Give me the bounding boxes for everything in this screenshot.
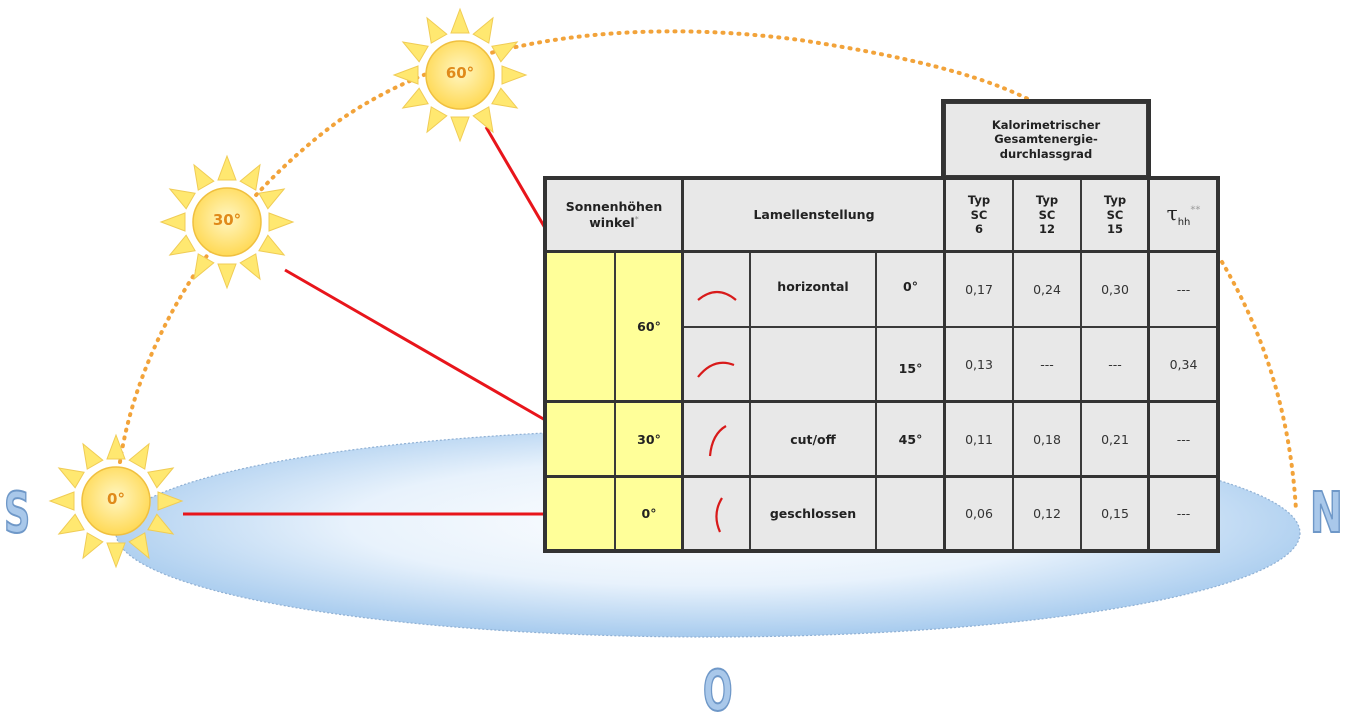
value-cell: 0,21 — [1081, 402, 1149, 477]
sun-ray — [128, 442, 150, 470]
slat-icon-cell-45 — [683, 402, 750, 477]
sun-ray — [57, 513, 85, 535]
yellow-cell-empty-3 — [545, 477, 615, 551]
sun-ray — [157, 491, 184, 511]
deg-empty — [876, 477, 945, 551]
sun-ray — [392, 65, 419, 85]
sun-30-icon — [159, 154, 295, 290]
sun-60-icon — [392, 7, 528, 143]
sun-disc — [425, 40, 495, 110]
position-geschlossen: geschlossen — [750, 477, 876, 551]
sun-ray — [217, 263, 237, 290]
sun-ray — [450, 116, 470, 143]
sun-ray — [472, 106, 494, 134]
sun-ray — [159, 212, 186, 232]
value-cell: --- — [1149, 252, 1218, 327]
yellow-cell-empty-1 — [545, 252, 615, 402]
header-tau-hh: τhh** — [1149, 178, 1218, 252]
sun-disc — [192, 187, 262, 257]
value-cell: 0,13 — [945, 327, 1013, 402]
sun-ray — [168, 188, 196, 210]
value-cell: 0,06 — [945, 477, 1013, 551]
value-cell: 0,18 — [1013, 402, 1081, 477]
header-typ-sc12: Typ SC 12 — [1013, 178, 1081, 252]
angle-cell-60: 60° — [615, 252, 683, 402]
value-cell: 0,30 — [1081, 252, 1149, 327]
slat-cutoff-icon — [708, 424, 727, 456]
sun-ray — [401, 87, 429, 109]
header-gesamtenergie: Kalorimetrischer Gesamtenergie-durchlass… — [943, 101, 1149, 178]
sun-ray — [426, 16, 448, 44]
position-empty — [750, 327, 876, 402]
value-cell: 0,11 — [945, 402, 1013, 477]
value-cell: --- — [1149, 477, 1218, 551]
sun-ray — [193, 163, 215, 191]
header-sonnenhoehenwinkel: Sonnenhöhen winkel* — [545, 178, 683, 252]
sun-ray — [239, 253, 261, 281]
sun-ray — [258, 234, 286, 256]
slat-15deg-icon — [696, 361, 734, 378]
sun-label-0: 0° — [107, 490, 125, 508]
sun-ray — [450, 7, 470, 34]
slat-icon-cell-closed — [683, 477, 750, 551]
compass-north: N — [1309, 481, 1343, 546]
sun-ray — [491, 87, 519, 109]
position-horizontal: horizontal — [750, 252, 876, 327]
sun-ray — [147, 513, 175, 535]
sun-ray — [268, 212, 295, 232]
value-cell: 0,15 — [1081, 477, 1149, 551]
sun-path-arc-north — [1220, 260, 1298, 512]
sun-ray — [258, 188, 286, 210]
sun-ray — [82, 532, 104, 560]
header-typ-sc6: Typ SC 6 — [945, 178, 1013, 252]
deg-45: 45° — [876, 402, 945, 477]
sun-ray — [217, 154, 237, 181]
slat-horizontal-icon — [696, 290, 737, 301]
value-cell: 0,24 — [1013, 252, 1081, 327]
sun-0-icon — [48, 433, 184, 569]
sun-label-30: 30° — [212, 211, 242, 229]
angle-cell-30: 30° — [615, 402, 683, 477]
deg-15: 15° — [876, 327, 945, 402]
yellow-cell-empty-2 — [545, 402, 615, 477]
value-cell: 0,34 — [1149, 327, 1218, 402]
sun-ray — [128, 532, 150, 560]
sun-ray — [106, 433, 126, 460]
position-cutoff: cut/off — [750, 402, 876, 477]
value-cell: --- — [1081, 327, 1149, 402]
sun-ray — [193, 253, 215, 281]
sun-ray — [501, 65, 528, 85]
sun-ray — [168, 234, 196, 256]
ray-arrow-30 — [284, 268, 568, 434]
sun-ray — [491, 41, 519, 63]
header-lamellenstellung: Lamellenstellung — [683, 178, 945, 252]
sun-ray — [57, 467, 85, 489]
value-cell: 0,12 — [1013, 477, 1081, 551]
sun-ray — [147, 467, 175, 489]
sun-ray — [48, 491, 75, 511]
compass-east: O — [702, 659, 733, 724]
sun-label-60: 60° — [445, 64, 475, 82]
sun-ray — [239, 163, 261, 191]
slat-icon-cell-15 — [683, 327, 750, 402]
value-cell: --- — [1149, 402, 1218, 477]
sun-ray — [106, 542, 126, 569]
sun-ray — [472, 16, 494, 44]
deg-0: 0° — [876, 252, 945, 327]
sun-disc — [81, 466, 151, 536]
compass-south: S — [3, 481, 31, 546]
header-typ-sc15: Typ SC 15 — [1081, 178, 1149, 252]
sun-path-arc — [118, 29, 1032, 464]
slat-icon-cell-0 — [683, 252, 750, 327]
sun-ray — [401, 41, 429, 63]
slat-closed-icon — [714, 497, 723, 533]
sun-ray — [426, 106, 448, 134]
value-cell: 0,17 — [945, 252, 1013, 327]
sun-ray — [82, 442, 104, 470]
value-cell: --- — [1013, 327, 1081, 402]
angle-cell-0: 0° — [615, 477, 683, 551]
